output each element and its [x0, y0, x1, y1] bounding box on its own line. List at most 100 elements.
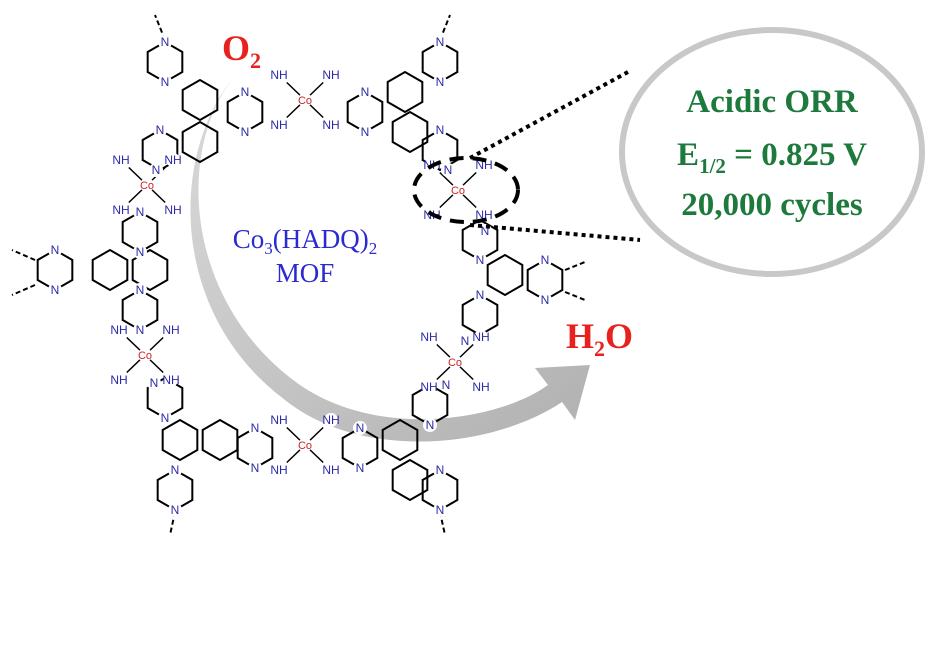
amine-nh: NH [270, 413, 287, 427]
amine-nh-bg [474, 330, 488, 344]
cobalt-atom-bg [451, 183, 465, 197]
cobalt-atom-bg [448, 355, 462, 369]
nitrogen-atom-bg [149, 163, 163, 177]
amine-nh-bg [422, 330, 436, 344]
nitrogen-atom-group: N [248, 461, 262, 475]
callout-leader-bottom [469, 223, 641, 242]
amine-nh-group: NH [270, 68, 288, 82]
nitrogen-atom-group: N [433, 75, 447, 89]
cobalt-atom-group: Co [138, 348, 152, 362]
nitrogen-atom-bg [353, 421, 367, 435]
nitrogen-atom-bg [48, 283, 62, 297]
nitrogen-atom: N [51, 283, 60, 297]
benzene-ring [91, 248, 129, 292]
nitrogen-atom-bg [147, 376, 161, 390]
nitrogen-atom: N [161, 35, 170, 49]
nitrogen-atom: N [361, 85, 370, 99]
nitrogen-atom: N [136, 323, 145, 337]
nitrogen-atom-bg [158, 75, 172, 89]
nitrogen-atom-bg [439, 378, 453, 392]
nitrogen-atom: N [476, 253, 485, 267]
nitrogen-atom-group: N [353, 421, 367, 435]
amine-nh: NH [270, 463, 287, 477]
nitrogen-atom-bg [433, 463, 447, 477]
nitrogen-atom: N [136, 245, 145, 259]
nitrogen-atom: N [171, 503, 180, 517]
nitrogen-atom-group: N [423, 418, 437, 432]
nitrogen-atom-bg [238, 125, 252, 139]
nitrogen-atom-group: N [158, 75, 172, 89]
amine-nh-bg [164, 323, 178, 337]
amine-nh: NH [162, 323, 179, 337]
nitrogen-atom-bg [153, 123, 167, 137]
nitrogen-atom-bg [133, 245, 147, 259]
cobalt-atom-bg [298, 93, 312, 107]
nitrogen-atom-group: N [353, 461, 367, 475]
amine-nh-bg [422, 380, 436, 394]
amine-nh-bg [112, 373, 126, 387]
cobalt-atom-bg [298, 438, 312, 452]
nitrogen-atom-bg [433, 503, 447, 517]
nitrogen-atom-group: N [433, 463, 447, 477]
amine-nh-group: NH [112, 203, 130, 217]
amine-nh-group: NH [270, 118, 288, 132]
nitrogen-atom-group: N [158, 411, 172, 425]
nitrogen-atom: N [436, 503, 445, 517]
nitrogen-atom-bg [353, 461, 367, 475]
amine-nh-bg [324, 463, 338, 477]
benzene-ring [386, 70, 424, 114]
nitrogen-atom-bg [133, 205, 147, 219]
amine-nh-bg [164, 373, 178, 387]
amine-nh-group: NH [472, 330, 490, 344]
amine-nh-bg [272, 463, 286, 477]
amine-nh: NH [270, 68, 287, 82]
nitrogen-atom-bg [473, 253, 487, 267]
nitrogen-atom: N [156, 123, 165, 137]
nitrogen-atom-bg [433, 35, 447, 49]
cobalt-atom: Co [140, 180, 154, 192]
nitrogen-atom: N [51, 243, 60, 257]
benzene-ring [131, 248, 169, 292]
cobalt-atom-group: Co [298, 438, 312, 452]
benzene-ring [161, 418, 199, 462]
amine-nh-bg [324, 68, 338, 82]
nitrogen-atom: N [541, 293, 550, 307]
nitrogen-atom-group: N [538, 253, 552, 267]
nitrogen-atom-group: N [133, 283, 147, 297]
nitrogen-atom-bg [238, 85, 252, 99]
nitrogen-atom-bg [248, 421, 262, 435]
benzene-ring [181, 120, 219, 164]
amine-nh-bg [112, 323, 126, 337]
amine-nh-group: NH [472, 380, 490, 394]
nitrogen-atom-group: N [473, 253, 487, 267]
amine-nh-group: NH [112, 153, 130, 167]
nitrogen-atom-group: N [153, 123, 167, 137]
terminal-bond [564, 261, 586, 271]
benzene-ring [201, 418, 239, 462]
nitrogen-atom: N [442, 378, 451, 392]
nitrogen-atom-bg [538, 293, 552, 307]
nitrogen-atom-group: N [441, 163, 455, 177]
nitrogen-atom-group: N [147, 376, 161, 390]
amine-nh-bg [114, 203, 128, 217]
amine-nh-group: NH [110, 373, 128, 387]
amine-nh-group: NH [322, 118, 340, 132]
amine-nh-bg [272, 118, 286, 132]
reaction-arrow [190, 70, 590, 442]
amine-nh-group: NH [322, 68, 340, 82]
material-type: MOF [276, 258, 335, 288]
amine-nh-bg [474, 380, 488, 394]
nitrogen-atom-bg [48, 243, 62, 257]
amine-nh-group: NH [270, 413, 288, 427]
nitrogen-atom: N [136, 283, 145, 297]
nitrogen-atom-bg [168, 503, 182, 517]
co-site-highlight [412, 156, 520, 224]
material-name: Co3(HADQ)2 [233, 224, 378, 258]
nitrogen-atom-bg [473, 288, 487, 302]
cobalt-atom-group: Co [451, 183, 465, 197]
nitrogen-atom: N [436, 75, 445, 89]
cobalt-atom: Co [138, 350, 152, 362]
